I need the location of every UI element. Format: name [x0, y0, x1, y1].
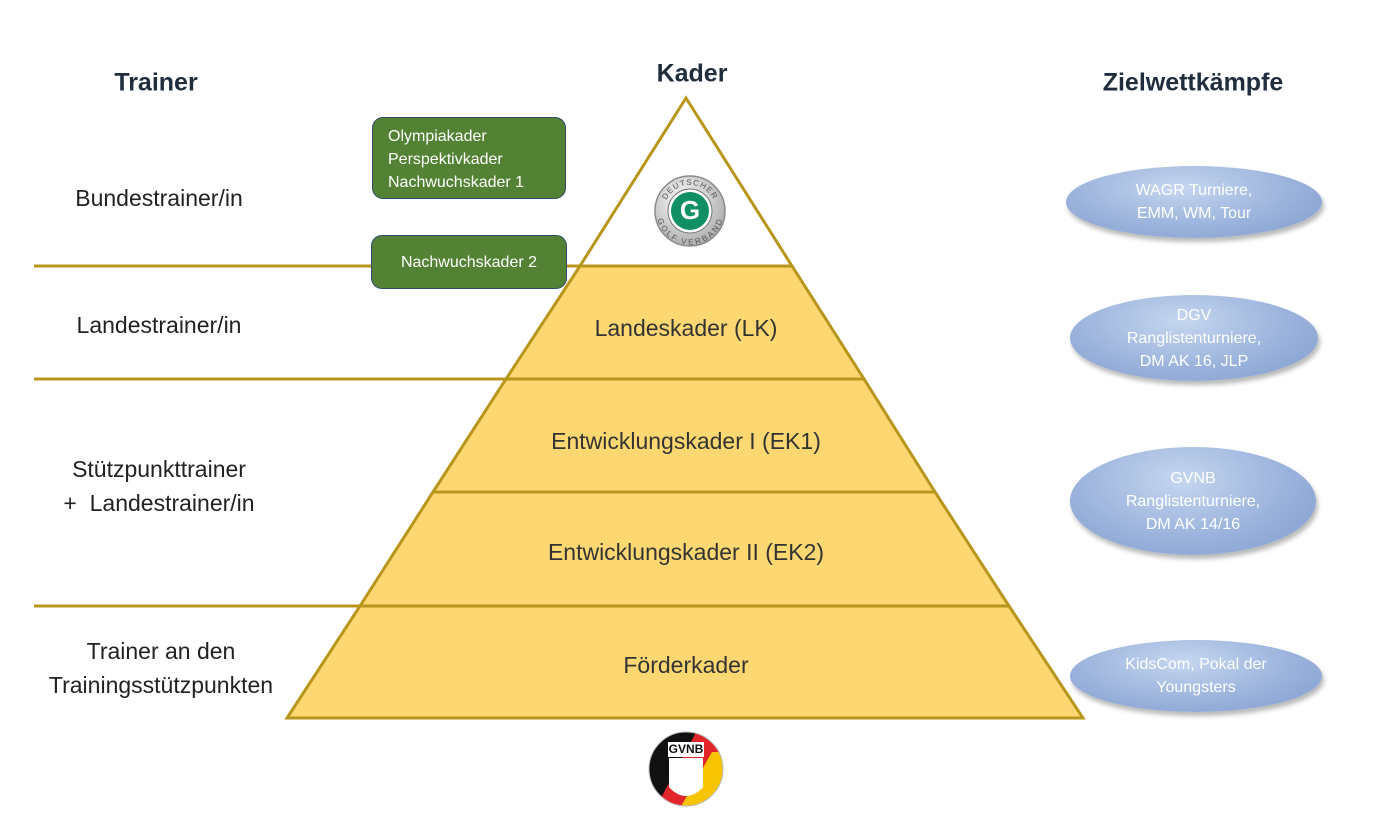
target-competition-line: EMM, WM, Tour	[1136, 205, 1252, 222]
gvnb-logo-text: GVNB	[669, 742, 704, 756]
target-competition-line: GVNB	[1170, 469, 1216, 487]
target-competition-line: KidsCom, Pokal der	[1125, 656, 1267, 673]
trainer-level-landestrainer: Landestrainer/in	[77, 308, 242, 342]
bundeskader-box: Olympiakader Perspektivkader Nachwuchska…	[372, 117, 566, 199]
target-competition-bundes: WAGR Turniere, EMM, WM, Tour	[1066, 166, 1322, 238]
trainer-level-stuetzpunkttrainer: Stützpunkttrainer + Landestrainer/in	[63, 452, 254, 520]
target-competition-line: DM AK 14/16	[1145, 515, 1241, 533]
gvnb-logo: GVNB	[648, 731, 724, 807]
target-competition-line: Ranglistenturniere,	[1126, 329, 1262, 347]
header-zielwettkaempfe: Zielwettkämpfe	[1102, 68, 1284, 97]
dgv-logo: G DEUTSCHER GOLF VERBAND	[654, 175, 726, 247]
pyramid-label-lk: Landeskader (LK)	[595, 315, 778, 341]
bundeskader-line: Olympiakader	[388, 128, 487, 145]
target-competition-line: Ranglistenturniere,	[1125, 492, 1261, 510]
trainer-label-line: Trainer an den	[86, 638, 236, 664]
target-competition-landes: DGV Ranglistenturniere, DM AK 16, JLP	[1070, 295, 1318, 381]
pyramid-label-foerderkader: Förderkader	[623, 652, 749, 678]
nachwuchskader2-box: Nachwuchskader 2	[371, 235, 567, 289]
pyramid-label-ek1: Entwicklungskader I (EK1)	[551, 428, 821, 454]
trainer-label-line: Bundestrainer/in	[75, 185, 243, 211]
target-competition-foerder: KidsCom, Pokal der Youngsters	[1070, 640, 1322, 712]
header-trainer: Trainer	[114, 68, 198, 97]
target-competition-entwicklung: GVNB Ranglistenturniere, DM AK 14/16	[1070, 447, 1316, 555]
trainer-level-trainingsstuetzpunkte: Trainer an den Trainingsstützpunkten	[49, 634, 273, 702]
trainer-label-line: + Landestrainer/in	[63, 490, 255, 516]
bundeskader-line: Nachwuchskader 1	[388, 174, 525, 191]
target-competition-line: Youngsters	[1156, 679, 1236, 696]
pyramid-label-ek2: Entwicklungskader II (EK2)	[548, 539, 824, 565]
target-competition-line: DGV	[1176, 306, 1212, 324]
nachwuchskader2-label: Nachwuchskader 2	[400, 253, 538, 271]
trainer-level-bundestrainer: Bundestrainer/in	[75, 181, 243, 215]
trainer-label-line: Trainingsstützpunkten	[48, 672, 274, 698]
pyramid-segment-foerderkader	[284, 604, 1086, 720]
target-competition-line: WAGR Turniere,	[1135, 182, 1253, 199]
header-kader: Kader	[656, 59, 728, 88]
trainer-label-line: Stützpunkttrainer	[72, 456, 246, 482]
target-competition-line: DM AK 16, JLP	[1139, 352, 1249, 370]
dgv-logo-letter: G	[680, 195, 700, 225]
trainer-label-line: Landestrainer/in	[76, 312, 242, 338]
bundeskader-line: Perspektivkader	[388, 151, 503, 168]
